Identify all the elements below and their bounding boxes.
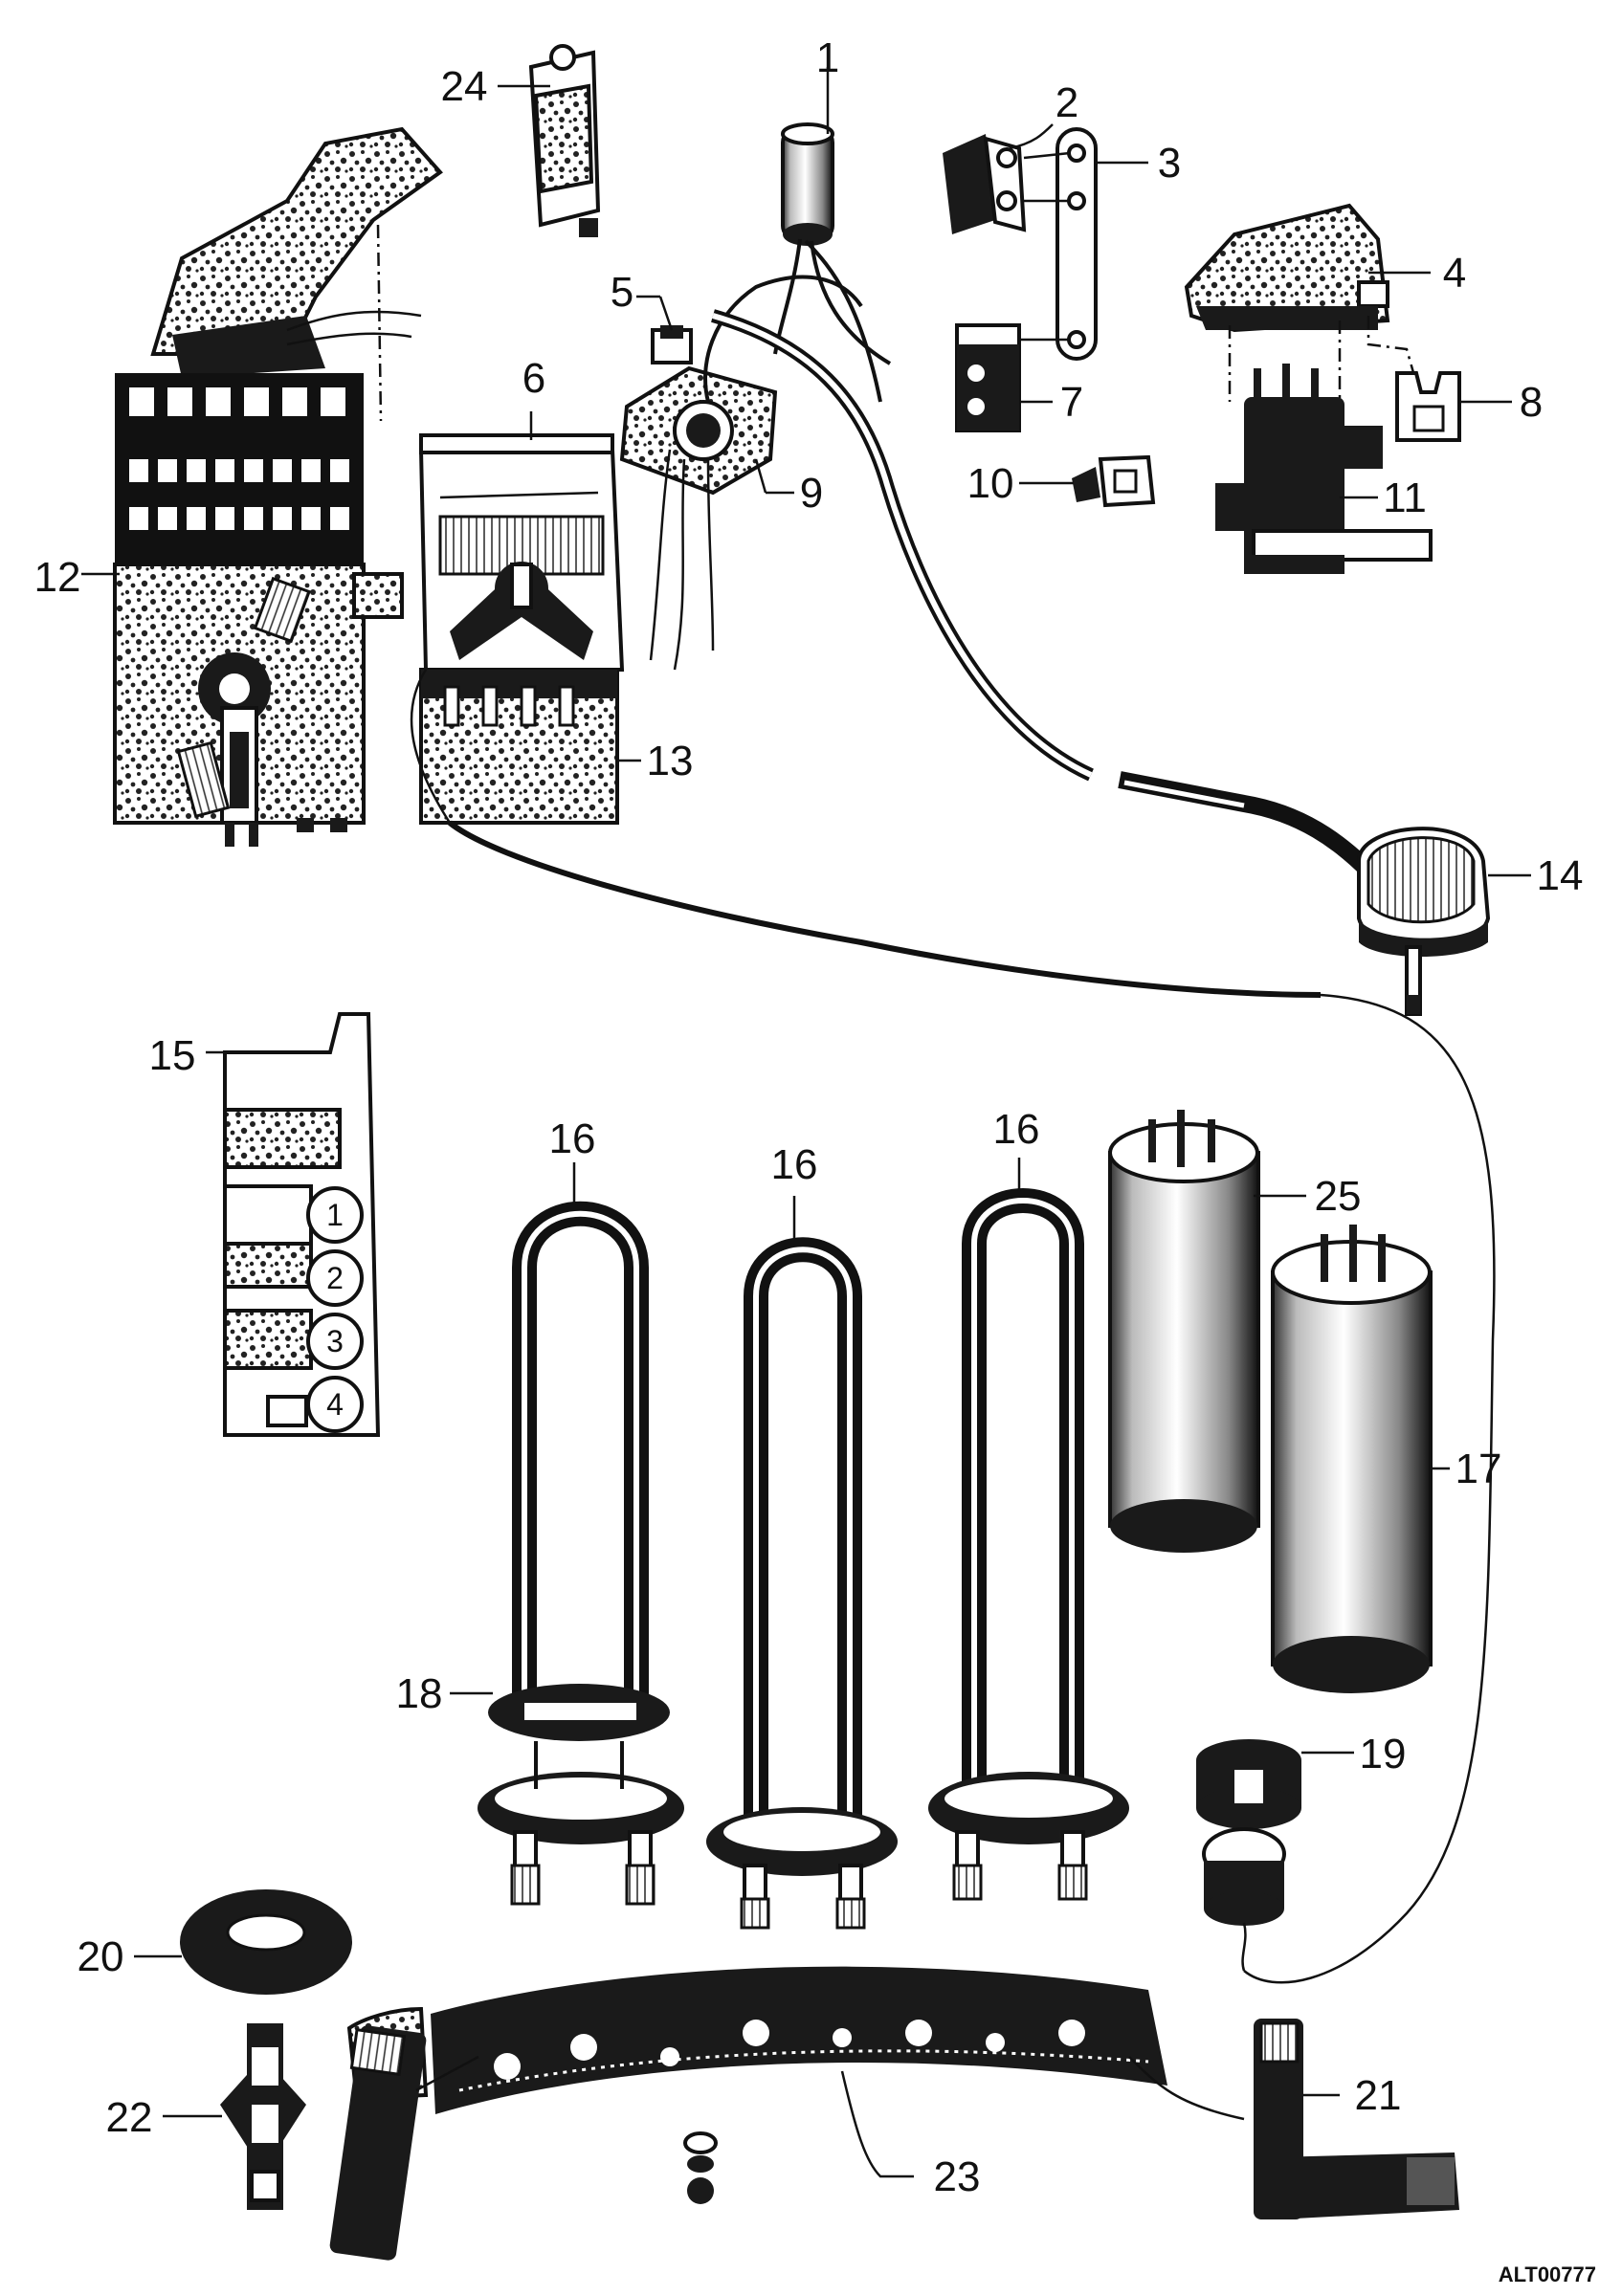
part-16-heating-element-left (478, 1162, 684, 1906)
callout-19: 19 (1360, 1731, 1407, 1777)
part-24-bracket (498, 44, 601, 237)
part-14-plug (1357, 827, 1531, 1016)
sensor-wire (410, 669, 1496, 1984)
switch-position-1: 1 (326, 1198, 344, 1232)
part-4-mounting-bracket (1184, 203, 1431, 430)
part-14-power-cord (711, 309, 1375, 877)
callout-5: 5 (611, 269, 633, 316)
callout-11: 11 (1383, 475, 1427, 521)
part-19-sensor-cap (1196, 1739, 1354, 1829)
part-16-heating-element-center (706, 1196, 898, 1930)
part-7-connector-block (955, 323, 1070, 432)
callout-17: 17 (1455, 1446, 1502, 1492)
callout-21: 21 (1355, 2072, 1402, 2119)
part-6-housing (418, 411, 625, 672)
callout-16c: 16 (993, 1106, 1040, 1153)
part-12-control-block (81, 126, 443, 847)
part-3-terminal-bar (1023, 127, 1148, 361)
switch-position-4: 4 (326, 1387, 344, 1422)
callout-18: 18 (396, 1670, 443, 1717)
part-23-curved-bracket (329, 1966, 1245, 2261)
callout-1: 1 (816, 34, 839, 81)
callout-16b: 16 (771, 1141, 818, 1188)
part-2-terminal-clip (943, 123, 1054, 234)
callout-4: 4 (1443, 250, 1466, 297)
callout-23: 23 (934, 2153, 981, 2200)
part-13-terminal-board (419, 668, 641, 825)
callout-16a: 16 (549, 1115, 596, 1162)
callout-12: 12 (34, 554, 81, 601)
part-21-elbow-fitting (1254, 2019, 1459, 2219)
part-22-fitting (163, 2023, 306, 2210)
callout-24: 24 (441, 63, 488, 110)
callout-labels: 1 2 3 4 5 6 7 8 9 10 11 12 13 14 15 16 1… (34, 34, 1584, 2200)
callout-22: 22 (106, 2094, 153, 2141)
callout-2: 2 (1055, 79, 1078, 126)
switch-position-2: 2 (326, 1261, 344, 1295)
callout-10: 10 (967, 460, 1014, 507)
part-18-element-bracket (450, 1684, 670, 1789)
switch-position-3: 3 (326, 1324, 344, 1358)
part-8-u-clip (1395, 371, 1512, 442)
part-11-relay (1215, 364, 1433, 574)
callout-15: 15 (149, 1032, 196, 1079)
part-5-nut (636, 295, 693, 364)
callout-7: 7 (1060, 379, 1083, 426)
callout-6: 6 (522, 355, 545, 402)
part-17-capacitor (1271, 1225, 1450, 1693)
part-16-heating-element-right (928, 1158, 1129, 1901)
callout-25: 25 (1315, 1173, 1362, 1220)
part-20-gasket-ring (134, 1889, 352, 1995)
part-9-grommet-plate (619, 275, 863, 671)
callout-9: 9 (800, 470, 823, 517)
figure-reference-code: ALT00777 (1499, 2263, 1596, 2286)
sensor-probe (1202, 1827, 1286, 1972)
part-25-capacitor (1108, 1110, 1306, 1553)
part-10-clip (1019, 454, 1156, 508)
callout-14: 14 (1537, 852, 1584, 899)
callout-3: 3 (1158, 140, 1181, 187)
callout-8: 8 (1520, 379, 1543, 426)
part-15-selector-switch: 1 2 3 4 (206, 1012, 381, 1437)
callout-13: 13 (647, 738, 694, 784)
control-block-keypad (129, 387, 349, 530)
callout-20: 20 (78, 1933, 124, 1980)
